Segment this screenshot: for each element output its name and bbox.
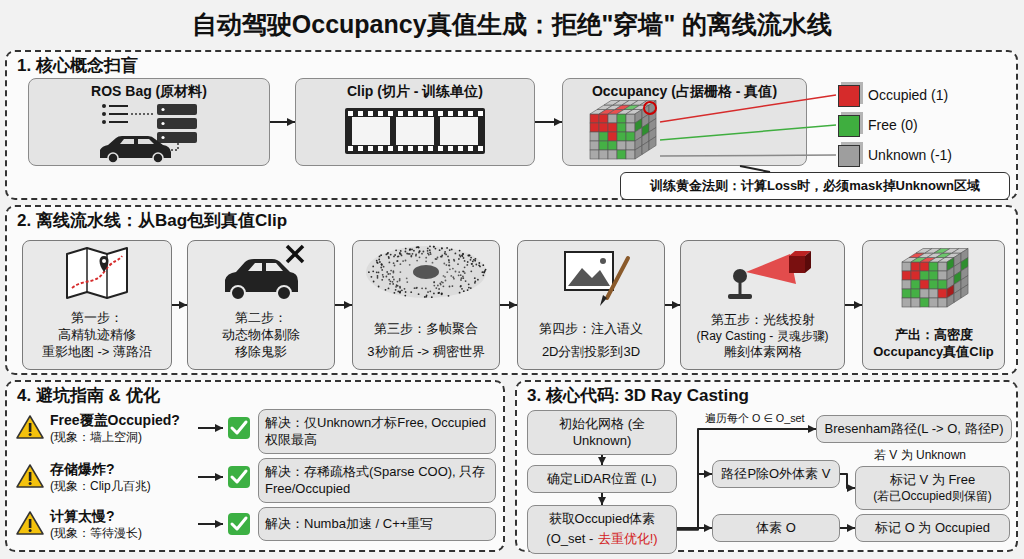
edge-label: 遍历每个 O ∈ O_set — [703, 411, 807, 425]
pitfall-title: 存储爆炸? — [50, 460, 115, 478]
node-text: Bresenham路径(L -> O, 路径P) — [824, 421, 1003, 438]
flow-box: 路径P除O外体素 V — [712, 460, 840, 488]
node-text: Clip (切片 - 训练单位) — [347, 82, 483, 100]
section-panel: 1. 核心概念扫盲 ROS Bag (原材料) Clip (切片 - 训练单位) Oc… — [5, 50, 1018, 200]
legend-text: Free (0) — [868, 116, 918, 134]
pitfall-symptom: (现象：Clip几百兆) — [50, 479, 151, 495]
node-text: 解决：存稀疏格式(Sparse COO), 只存Free/Occupied — [265, 464, 489, 498]
node-text: 训练黄金法则：计算Loss时，必须mask掉Unknown区域 — [650, 178, 980, 195]
node-text: 重影地图 -> 薄路沿 — [42, 344, 152, 361]
node-text: 解决：仅Unknown才标Free, Occupied权限最高 — [265, 415, 489, 449]
node-text: 高精轨迹精修 — [58, 327, 136, 344]
pipeline-step: 第四步：注入语义 2D分割投影到3D — [517, 240, 665, 370]
pitfall-symptom: (现象：等待漫长) — [50, 526, 142, 542]
node-text: 初始化网格 (全Unknown) — [534, 416, 670, 450]
section-header: 3. 核心代码: 3D Ray Casting — [527, 385, 749, 407]
node-text: 标记 O 为 Occupied — [875, 520, 990, 537]
section-header: 2. 离线流水线：从Bag包到真值Clip — [17, 210, 287, 232]
node-text: 移除鬼影 — [235, 344, 287, 361]
node-text: 路径P除O外体素 V — [721, 466, 830, 483]
concept-box: Occupancy (占据栅格 - 真值) — [562, 78, 807, 166]
node-text: (Ray Casting - 灵魂步骤) — [696, 329, 828, 345]
node-text: 2D分割投影到3D — [542, 344, 640, 361]
pipeline-step: 第二步：动态物体剔除移除鬼影 — [187, 240, 335, 370]
pipeline-step: 第一步：高精轨迹精修重影地图 -> 薄路沿 — [22, 240, 172, 370]
legend-swatch — [838, 145, 860, 167]
pitfall-symptom: (现象：墙上空洞) — [50, 430, 142, 446]
node-text: (O_set - — [546, 531, 593, 546]
node-text: 3秒前后 -> 稠密世界 — [367, 344, 484, 361]
node-text: 解决：Numba加速 / C++重写 — [265, 516, 489, 533]
solution-box: 解决：存稀疏格式(Sparse COO), 只存Free/Occupied — [258, 458, 496, 503]
solution-box: 解决：Numba加速 / C++重写 — [258, 507, 496, 541]
node-text: 第三步：多帧聚合 — [374, 321, 478, 338]
node-text: (若已Occupied则保留) — [873, 489, 992, 505]
pipeline-step: 第三步：多帧聚合 3秒前后 -> 稠密世界 — [352, 240, 500, 370]
text-row: (O_set - 去重优化!) — [546, 528, 657, 549]
flow-box: 获取Occupied体素(O_set - 去重优化!) — [527, 505, 677, 554]
node-text: 雕刻体素网格 — [724, 344, 802, 361]
node-text: 去重优化!) — [598, 531, 658, 546]
flow-box: 标记 O 为 Occupied — [855, 514, 1010, 542]
concept-box: Clip (切片 - 训练单位) — [295, 78, 535, 166]
flow-box: Bresenham路径(L -> O, 路径P) — [816, 415, 1012, 443]
node-text: 第四步：注入语义 — [539, 321, 643, 338]
node-text: 第一步： — [71, 310, 123, 327]
flow-box: 确定LiDAR位置 (L) — [527, 465, 677, 493]
legend-swatch — [838, 85, 860, 107]
callout-box: 训练黄金法则：计算Loss时，必须mask掉Unknown区域 — [620, 172, 1010, 200]
solution-box: 解决：仅Unknown才标Free, Occupied权限最高 — [258, 409, 496, 454]
section-header: 4. 避坑指南 & 优化 — [17, 385, 160, 407]
node-text: 第二步： — [235, 310, 287, 327]
node-text: 第五步：光线投射 — [711, 312, 815, 329]
pipeline-step: 第五步：光线投射(Ray Casting - 灵魂步骤)雕刻体素网格 — [680, 240, 845, 370]
diagram-title: 自动驾驶Occupancy真值生成：拒绝"穿墙" 的离线流水线 — [0, 8, 1024, 41]
edge-label: 若 V 为 Unknown — [872, 448, 968, 464]
node-text: Occupancy真值Clip — [873, 344, 994, 361]
node-text: 标记 V 为 Free — [890, 472, 975, 489]
legend-text: Unknown (-1) — [868, 146, 952, 164]
node-text: 产出：高密度 — [895, 327, 973, 344]
pipeline-step: 产出：高密度Occupancy真值Clip — [862, 240, 1005, 370]
legend-swatch — [838, 115, 860, 137]
concept-box: ROS Bag (原材料) — [28, 78, 270, 166]
section-panel: 3. 核心代码: 3D Ray Casting 初始化网格 (全Unknown) 确… — [515, 380, 1018, 552]
node-text: 确定LiDAR位置 (L) — [547, 471, 656, 488]
flow-box: 标记 V 为 Free(若已Occupied则保留) — [855, 466, 1010, 510]
node-text: 动态物体剔除 — [222, 327, 300, 344]
flow-box: 初始化网格 (全Unknown) — [527, 410, 677, 455]
section-header: 1. 核心概念扫盲 — [17, 55, 138, 77]
legend-text: Occupied (1) — [868, 86, 948, 104]
pitfall-title: 计算太慢? — [50, 507, 115, 525]
node-text: 体素 O — [756, 520, 796, 537]
pitfall-title: Free覆盖Occupied? — [50, 411, 180, 429]
node-text: ROS Bag (原材料) — [91, 82, 207, 100]
node-text: Occupancy (占据栅格 - 真值) — [592, 82, 777, 100]
section-panel: 2. 离线流水线：从Bag包到真值Clip 第一步：高精轨迹精修重影地图 -> 薄… — [5, 205, 1018, 375]
node-text: 获取Occupied体素 — [549, 511, 656, 528]
flow-box: 体素 O — [712, 514, 840, 542]
